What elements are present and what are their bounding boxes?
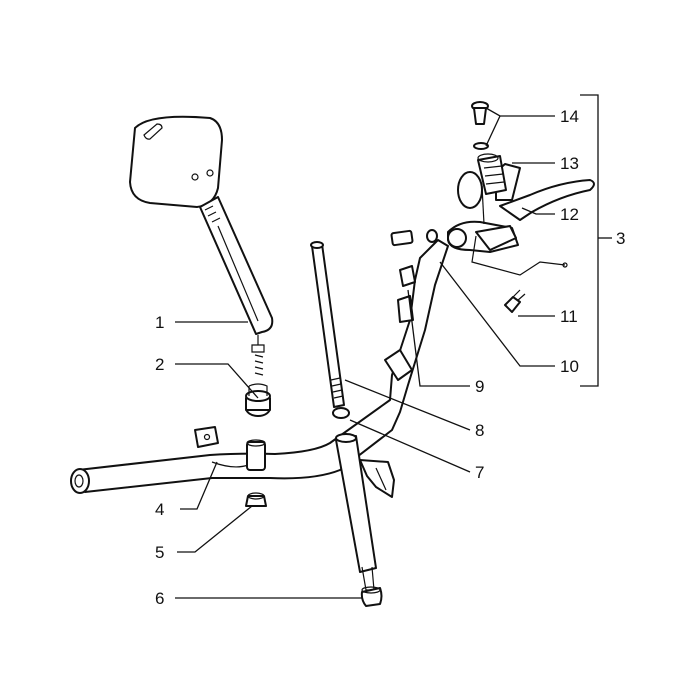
leader-lines (175, 94, 612, 599)
callout-14: 14 (560, 107, 579, 126)
callout-4: 4 (155, 500, 164, 519)
callout-3: 3 (616, 229, 625, 248)
callout-12: 12 (560, 205, 579, 224)
brake-lever-assembly (390, 101, 595, 313)
callout-2: 2 (155, 355, 164, 374)
callout-10: 10 (560, 357, 579, 376)
callout-9: 9 (475, 377, 484, 396)
steering-column (310, 241, 395, 607)
callout-7: 7 (475, 463, 484, 482)
mirror-assembly (129, 115, 274, 376)
callout-labels: 1 2 4 5 6 7 8 9 10 11 12 13 14 3 (155, 107, 625, 608)
callout-13: 13 (560, 154, 579, 173)
callout-11: 11 (560, 307, 578, 326)
callout-1: 1 (155, 313, 164, 332)
callout-5: 5 (155, 543, 164, 562)
handlebar-tube (70, 239, 449, 494)
cable-clips (384, 265, 416, 381)
callout-6: 6 (155, 589, 164, 608)
hex-nut (245, 492, 267, 507)
callout-8: 8 (475, 421, 484, 440)
